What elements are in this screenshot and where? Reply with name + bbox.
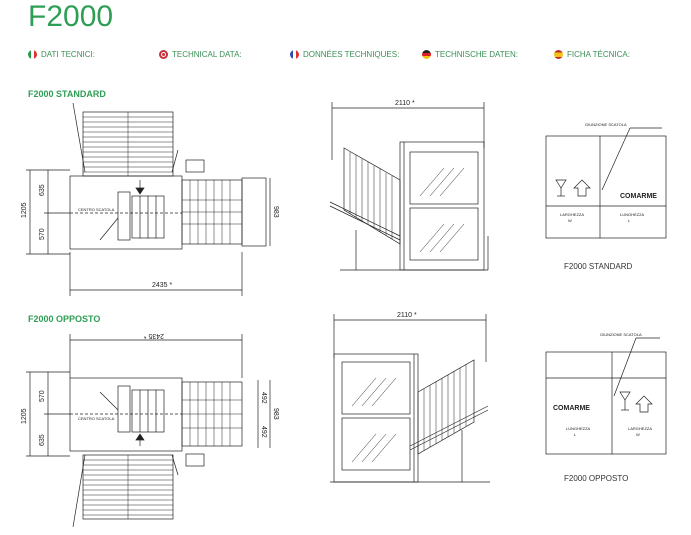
lang-label: TECHNISCHE DATEN: [435,50,518,59]
lang-label: FICHA TÉCNICA: [567,50,630,59]
std-left-dim: 1205 [21,202,28,218]
std-width-dim: 2435 * [152,282,173,289]
std-box-length-unit: L [628,218,631,223]
opp-right-dim: 983 [272,408,279,420]
standard-top-view [26,102,271,296]
standard-side-view [329,102,489,271]
section-opposto-label: F2000 OPPOSTO [28,314,101,324]
caption-standard: F2000 STANDARD [564,262,633,271]
opp-lower-dim: 635 [39,434,46,446]
opposto-box-diagram [545,337,667,455]
standard-box-diagram [545,127,667,239]
lang-label: DATI TECNICI: [41,50,95,59]
std-box-width-label: LARGHEZZA [560,212,584,217]
spain-flag-icon [554,50,563,59]
std-right-dim: 983 [272,206,279,218]
std-center-label: CENTRO SCATOLA [78,207,115,212]
std-upper-dim: 635 [39,184,46,196]
lang-label: TECHNICAL DATA: [172,50,242,59]
lang-es[interactable]: FICHA TÉCNICA: [554,50,630,59]
lang-it[interactable]: DATI TECNICI: [28,50,95,59]
caption-opposto: F2000 OPPOSTO [564,474,629,483]
std-box-width-unit: W [568,218,572,223]
std-side-width-dim: 2110 * [395,100,415,107]
uk-flag-icon [159,50,168,59]
lang-fr[interactable]: DONNÉES TECHNIQUES: [290,50,399,59]
italy-flag-icon [28,50,37,59]
germany-flag-icon [422,50,431,59]
france-flag-icon [290,50,299,59]
opposto-side-view [330,314,490,483]
opp-box-length-label: LUNGHEZZA [566,426,591,431]
opp-upper-dim: 570 [39,390,46,402]
section-standard-label: F2000 STANDARD [28,89,106,99]
opp-box-width-unit: W [636,432,640,437]
std-box-seam-label: GIUNZIONE SCATOLA [585,122,627,127]
lang-de[interactable]: TECHNISCHE DATEN: [422,50,518,59]
opp-width-dim: 2435 * [143,332,164,339]
opp-box-length-unit: L [574,432,577,437]
opp-right-b-dim: 492 [260,426,267,438]
std-box-brand: COMARME [620,193,657,200]
std-box-length-label: LUNGHEZZA [620,212,645,217]
page-title: F2000 [28,0,114,33]
opp-box-seam-label: GIUNZIONE SCATOLA [600,332,642,337]
opp-side-width-dim: 2110 * [397,312,417,319]
lang-en[interactable]: TECHNICAL DATA: [159,50,242,59]
opp-box-width-label: LARGHEZZA [628,426,652,431]
opp-left-dim: 1205 [21,408,28,424]
opp-right-a-dim: 492 [260,392,267,404]
std-lower-dim: 570 [39,228,46,240]
opp-box-brand: COMARME [553,405,590,412]
language-bar: DATI TECNICI: TECHNICAL DATA: DONNÉES TE… [28,50,691,64]
opposto-top-view [26,334,271,528]
opp-center-label: CENTRO SCATOLA [78,416,115,421]
lang-label: DONNÉES TECHNIQUES: [303,50,400,59]
